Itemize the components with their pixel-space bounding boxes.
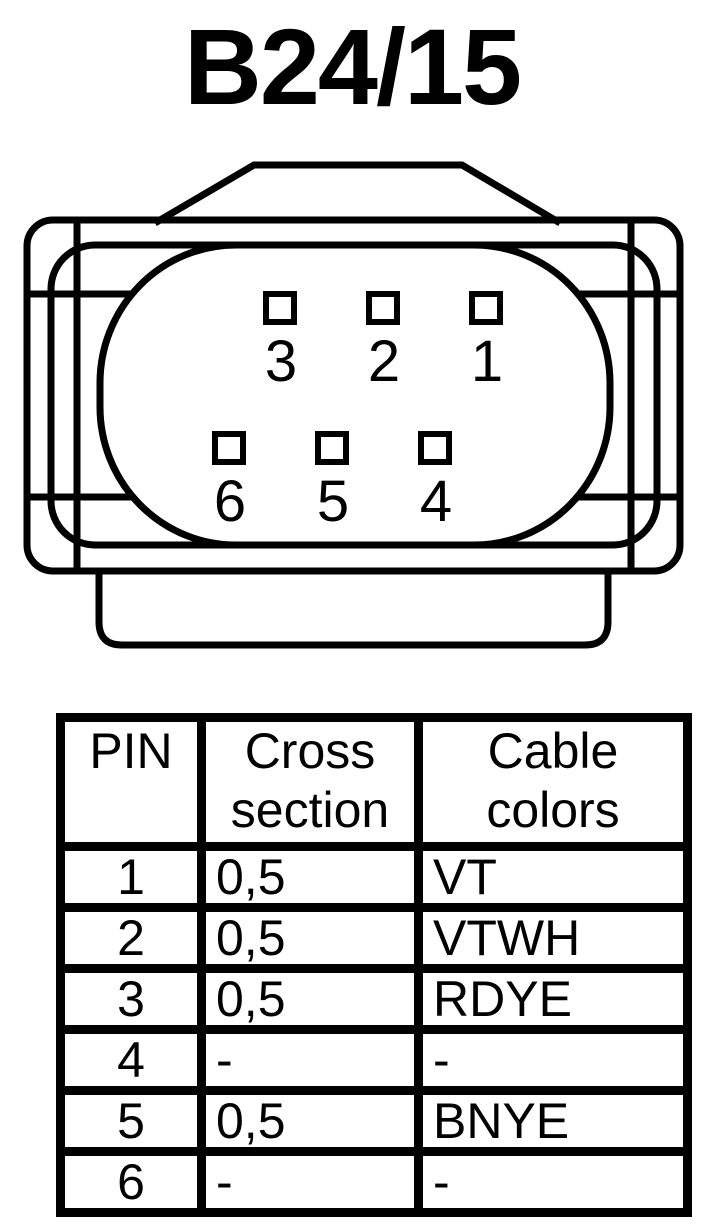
connector-diagram: 3 2 1 6 5 4 xyxy=(23,161,684,649)
page-title: B24/15 xyxy=(183,6,522,127)
table-row: 5 0,5 BNYE xyxy=(56,1086,692,1156)
pin-square-5 xyxy=(315,431,349,465)
cell-color: RDYE xyxy=(414,964,692,1034)
pinout-table-container: PIN Cross section Cable colors 1 0,5 VT … xyxy=(56,713,692,1217)
header-cross-section: Cross section xyxy=(197,713,423,851)
cell-pin: 1 xyxy=(56,842,206,912)
table-row: 4 - - xyxy=(56,1025,692,1095)
cell-pin: 5 xyxy=(56,1086,206,1156)
header-pin: PIN xyxy=(56,713,206,851)
table-row: 1 0,5 VT xyxy=(56,842,692,912)
pin-square-3 xyxy=(263,291,297,325)
pin-square-1 xyxy=(469,291,503,325)
cell-cross: 0,5 xyxy=(197,903,423,973)
cell-pin: 6 xyxy=(56,1147,206,1217)
cell-cross: 0,5 xyxy=(197,964,423,1034)
cell-cross: - xyxy=(197,1025,423,1095)
cell-pin: 4 xyxy=(56,1025,206,1095)
pin-label-1: 1 xyxy=(471,329,503,394)
cell-color: BNYE xyxy=(414,1086,692,1156)
pin-label-2: 2 xyxy=(368,329,400,394)
pin-label-4: 4 xyxy=(420,469,452,534)
pin-label-6: 6 xyxy=(214,469,246,534)
pin-square-6 xyxy=(212,431,246,465)
cell-color: - xyxy=(414,1147,692,1217)
pinout-table: PIN Cross section Cable colors 1 0,5 VT … xyxy=(56,713,692,1217)
cell-pin: 3 xyxy=(56,964,206,1034)
keying-ridge xyxy=(153,161,562,227)
connector-face-oval xyxy=(96,241,614,549)
table-row: 2 0,5 VTWH xyxy=(56,903,692,973)
pin-label-3: 3 xyxy=(265,329,297,394)
cell-cross: - xyxy=(197,1147,423,1217)
pin-square-2 xyxy=(366,291,400,325)
pin-square-4 xyxy=(418,431,452,465)
header-cable-colors: Cable colors xyxy=(414,713,692,851)
table-row: 3 0,5 RDYE xyxy=(56,964,692,1034)
cell-color: - xyxy=(414,1025,692,1095)
latch-tab xyxy=(95,571,612,649)
cell-cross: 0,5 xyxy=(197,1086,423,1156)
table-header-row: PIN Cross section Cable colors xyxy=(56,713,692,851)
cell-pin: 2 xyxy=(56,903,206,973)
connector-housing-outer xyxy=(23,216,684,575)
cell-cross: 0,5 xyxy=(197,842,423,912)
table-row: 6 - - xyxy=(56,1147,692,1217)
cell-color: VT xyxy=(414,842,692,912)
cell-color: VTWH xyxy=(414,903,692,973)
pin-label-5: 5 xyxy=(317,469,349,534)
